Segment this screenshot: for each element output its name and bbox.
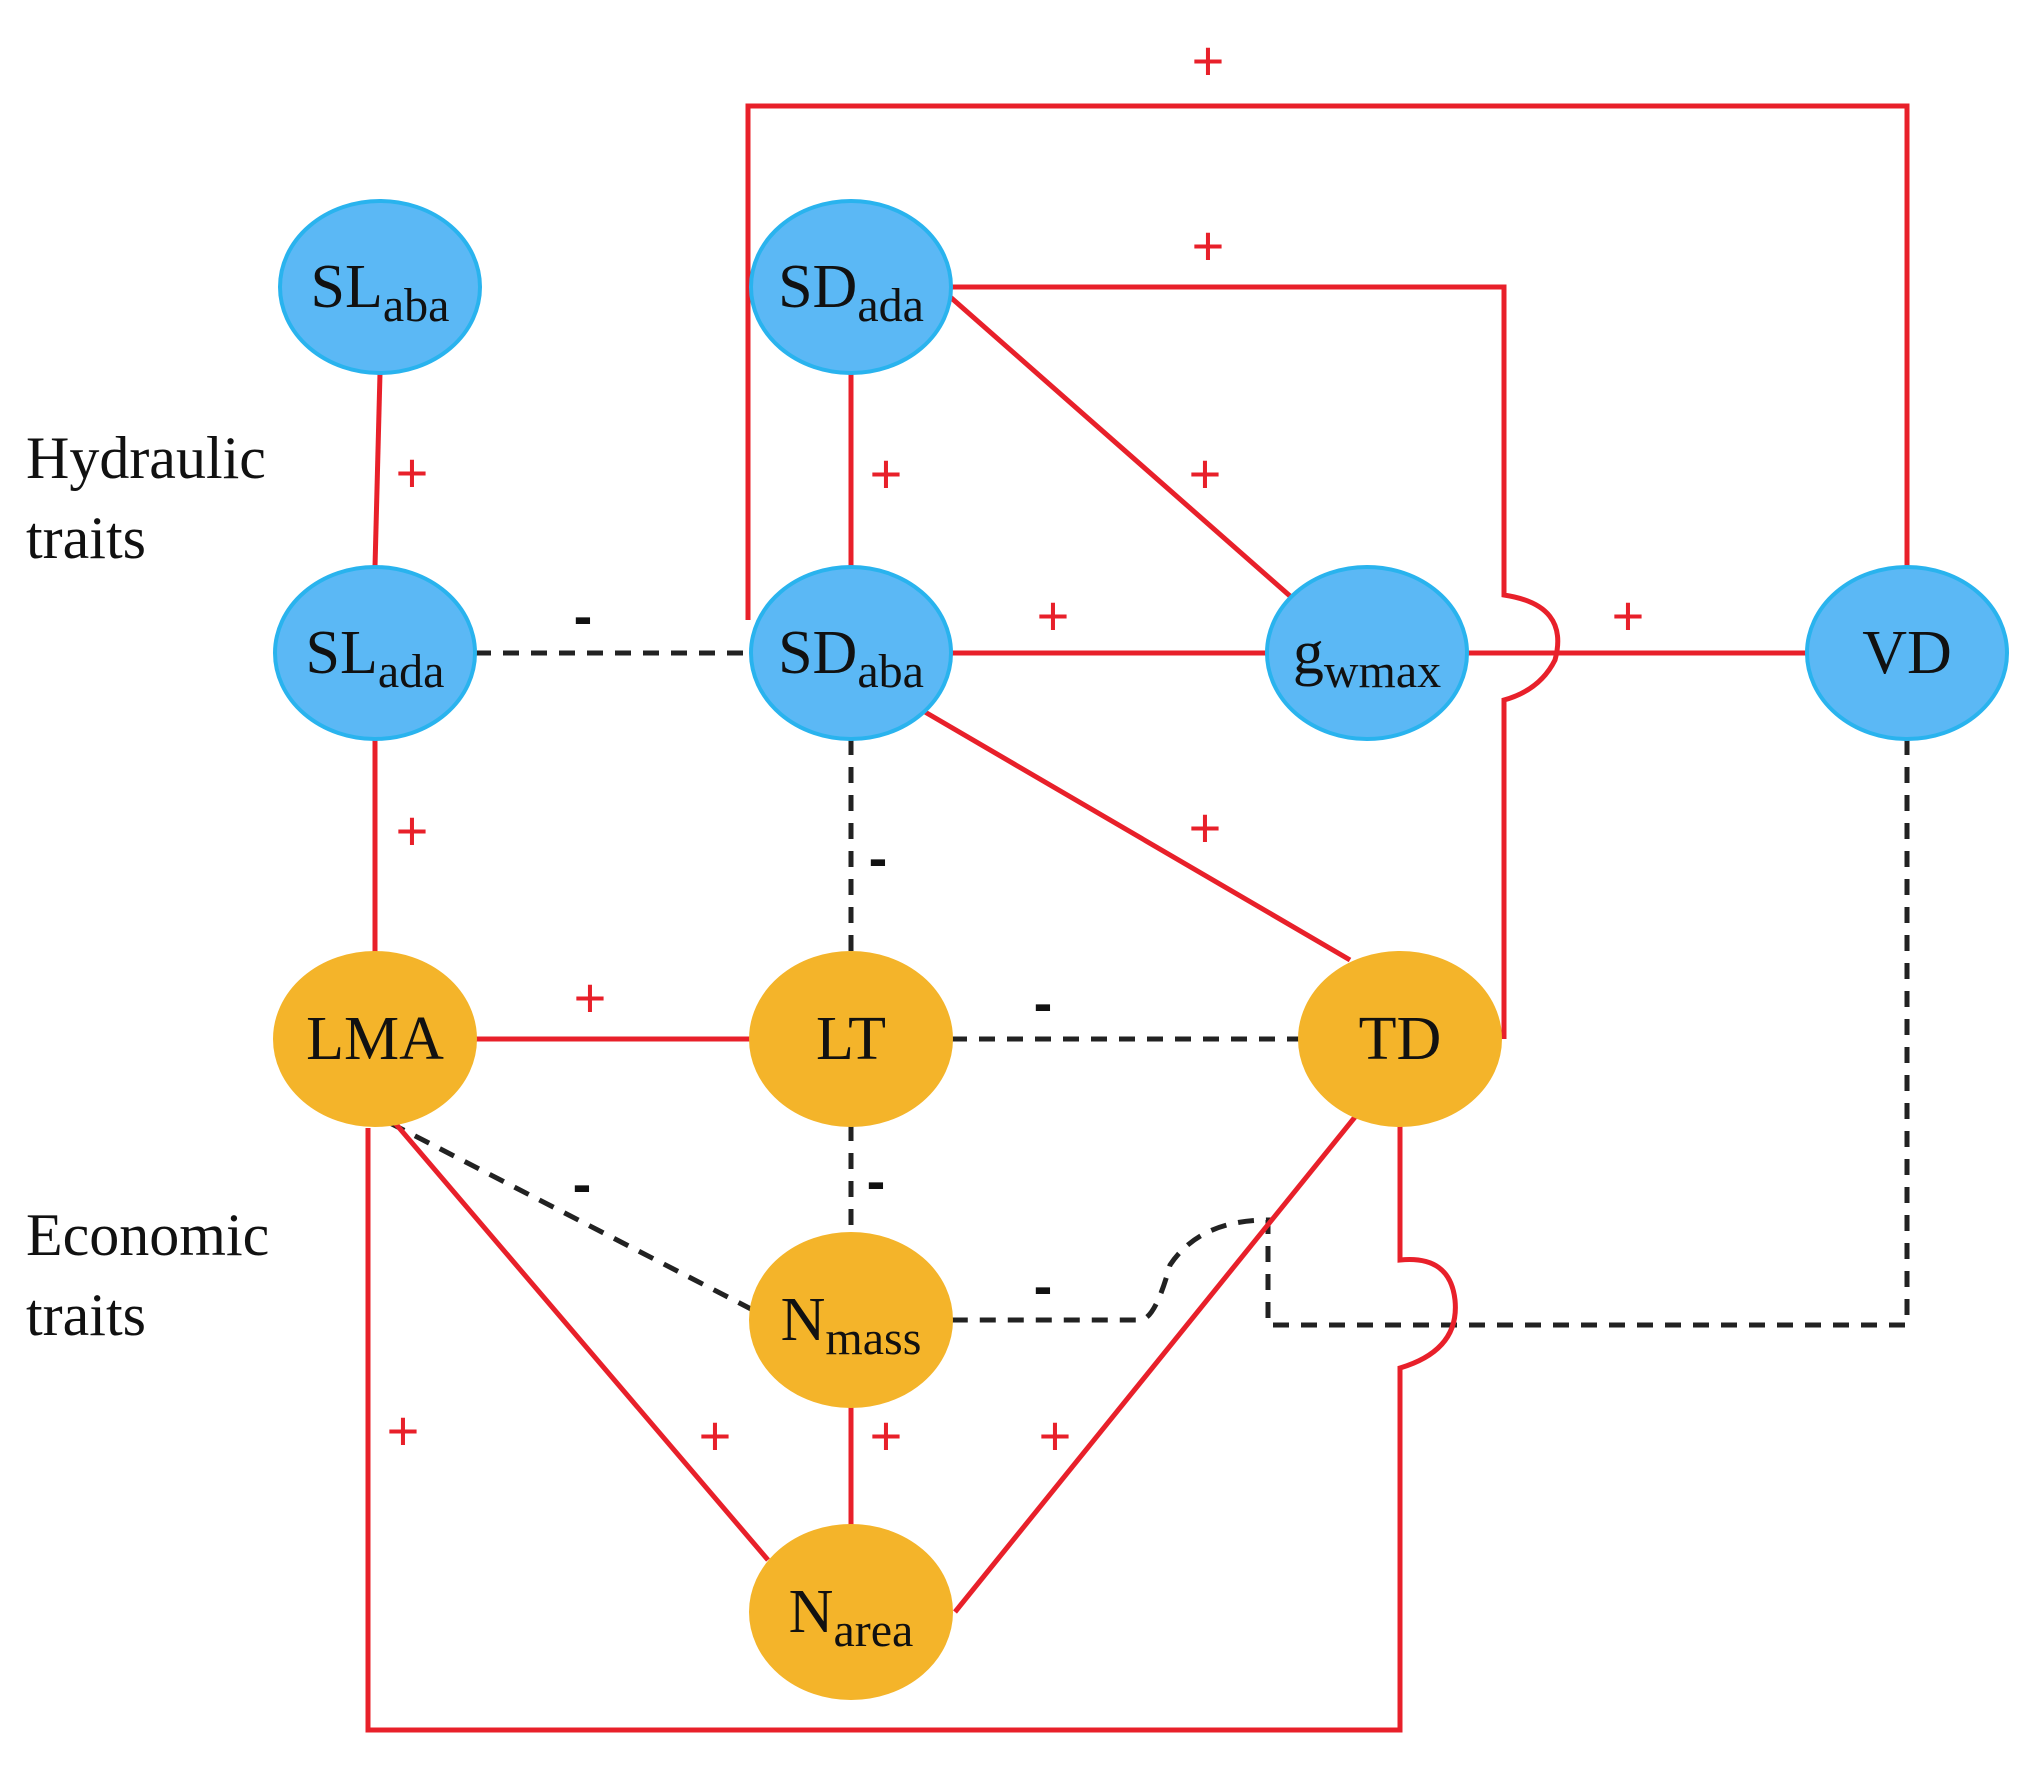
node-label-slaba: SLaba — [311, 253, 450, 332]
edge-sign-sdada-gwmax: + — [1189, 442, 1222, 505]
edge-lma-narea — [393, 1121, 770, 1562]
economic-label-line-2: traits — [26, 1282, 146, 1348]
node-shape-narea — [749, 1524, 953, 1700]
node-shape-lt — [749, 951, 953, 1127]
edge-sdaba-vd — [745, 103, 1910, 620]
edge-sign-lma-lt: + — [574, 966, 607, 1029]
node-gwmax: gwmax — [1265, 565, 1469, 741]
hydraulic-traits-label: Hydraulic traits — [26, 418, 266, 578]
node-shape-sdaba — [749, 565, 953, 741]
edge-sign-sdaba-td: + — [1189, 796, 1222, 859]
node-label-sdaba: SDaba — [778, 619, 924, 698]
node-shape-slaba — [278, 199, 482, 375]
node-narea: Narea — [749, 1524, 953, 1700]
node-shape-nmass — [749, 1232, 953, 1408]
node-shape-slada — [273, 565, 477, 741]
node-label-vd: VD — [1862, 619, 1952, 687]
node-label-gwmax: gwmax — [1293, 619, 1441, 698]
edge-sdada-gwmax — [946, 293, 1292, 598]
node-label-slada: SLada — [306, 619, 445, 698]
edge-lma-td — [365, 1125, 1458, 1733]
edge-lma-nmass — [388, 1120, 755, 1313]
edge-sign-sdaba-vd: + — [1192, 29, 1225, 92]
node-label-lt: LT — [816, 1005, 886, 1073]
signs-layer: + + + + + - + + + - + - + - - - + + + + — [387, 29, 1645, 1467]
node-sdaba: SDaba — [749, 565, 953, 741]
edge-slaba-slada — [372, 372, 383, 568]
node-label-narea: Narea — [789, 1578, 914, 1657]
node-vd: VD — [1805, 565, 2009, 741]
edge-sign-sdaba-lt: - — [869, 826, 888, 889]
node-shape-gwmax — [1265, 565, 1469, 741]
node-label-nmass: Nmass — [781, 1286, 922, 1365]
node-lma: LMA — [273, 951, 477, 1127]
node-td: TD — [1298, 951, 1502, 1127]
edge-sign-sdada-sdaba: + — [870, 442, 903, 505]
node-shape-lma — [273, 951, 477, 1127]
edge-sign-lma-td: + — [387, 1399, 420, 1462]
edges-layer — [365, 103, 1910, 1733]
edge-sign-sdaba-gwmax: + — [1037, 584, 1070, 647]
node-sdada: SDada — [749, 199, 953, 375]
edge-sign-slada-lma: + — [396, 799, 429, 862]
edge-sign-gwmax-vd: + — [1612, 584, 1645, 647]
edge-sign-sdada-td: + — [1192, 214, 1225, 277]
edge-sign-lma-narea: + — [699, 1404, 732, 1467]
node-label-td: TD — [1359, 1005, 1442, 1073]
edge-sign-vd-nmass: - — [1034, 1254, 1053, 1317]
edge-sign-lma-nmass: - — [573, 1152, 592, 1215]
node-shape-sdada — [749, 199, 953, 375]
economic-traits-label: Economic traits — [26, 1195, 269, 1355]
edge-sdaba-td — [923, 709, 1352, 963]
edge-vd-nmass — [951, 739, 1910, 1328]
node-nmass: Nmass — [749, 1232, 953, 1408]
edge-sign-nmass-narea: + — [870, 1404, 903, 1467]
node-slada: SLada — [273, 565, 477, 741]
node-slaba: SLaba — [278, 199, 482, 375]
edge-sign-lt-td: - — [1034, 971, 1053, 1034]
node-shape-td — [1298, 951, 1502, 1127]
node-shape-vd — [1805, 565, 2009, 741]
node-label-lma: LMA — [306, 1005, 444, 1073]
edge-sign-slada-sdaba: - — [574, 584, 593, 647]
edge-td-narea — [953, 1115, 1357, 1614]
edge-sign-lt-nmass: - — [867, 1149, 886, 1212]
hydraulic-label-line-1: Hydraulic — [26, 425, 266, 491]
edge-sign-slaba-slada: + — [396, 441, 429, 504]
hydraulic-label-line-2: traits — [26, 505, 146, 571]
node-lt: LT — [749, 951, 953, 1127]
edge-sign-td-narea: + — [1039, 1404, 1072, 1467]
economic-label-line-1: Economic — [26, 1202, 270, 1268]
node-label-sdada: SDada — [778, 253, 924, 332]
